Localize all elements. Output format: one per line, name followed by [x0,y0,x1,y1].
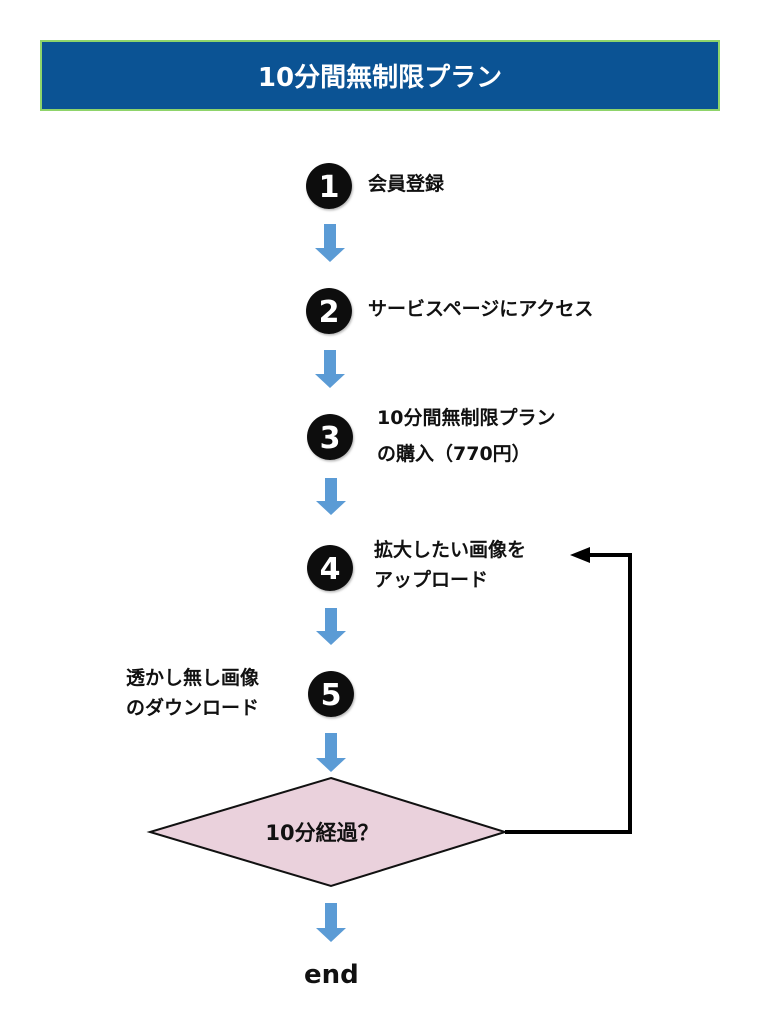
down-arrow-icon [316,478,346,515]
step-2-label-line: サービスページにアクセス [368,298,594,320]
step-5-number: 5 [321,678,342,713]
step-2-marker: 2 [306,288,352,334]
arrowhead-left-icon [570,547,590,563]
end-label: end [304,960,359,990]
step-1-marker: 1 [306,163,352,209]
down-arrow-icon [316,733,346,772]
step-5-marker: 5 [308,671,354,717]
title-banner: 10分間無制限プラン [40,40,720,111]
circled-number-1-icon [306,163,352,209]
decision-diamond [146,776,509,888]
step-2-number: 2 [319,295,340,330]
step-5-label-line-2: のダウンロード [126,697,260,719]
step-3-label: 10分間無制限プラン の購入（770円） [377,400,555,472]
step-5-label-line-1: 透かし無し画像 [126,667,260,689]
down-arrow-icon [316,608,346,645]
step-4-marker: 4 [307,545,353,591]
step-1-label-line: 会員登録 [368,173,445,195]
step-3-marker: 3 [307,414,353,460]
step-4-number: 4 [320,552,341,587]
step-5-label: 透かし無し画像 のダウンロード [126,663,259,723]
step-3-number: 3 [320,421,341,456]
step-4-label-line-1: 拡大したい画像を [374,539,527,561]
circled-number-5-icon [308,671,354,717]
step-2-label: サービスページにアクセス [368,294,593,324]
decision-label: 10分経過？ [265,821,378,845]
down-arrow-icon [315,350,345,388]
down-arrow-icon [316,903,346,942]
down-arrow-icon [315,224,345,262]
step-1-label: 会員登録 [368,169,444,199]
page-title: 10分間無制限プラン [257,63,503,93]
step-3-label-line-2: の購入（770円） [377,443,531,465]
circled-number-3-icon [307,414,353,460]
circled-number-2-icon [306,288,352,334]
circled-number-4-icon [307,545,353,591]
step-4-label-line-2: アップロード [374,569,489,591]
step-4-label: 拡大したい画像を アップロード [374,535,526,595]
step-3-label-line-1: 10分間無制限プラン [377,407,556,429]
loop-back-connector [505,553,632,834]
step-1-number: 1 [319,170,340,205]
